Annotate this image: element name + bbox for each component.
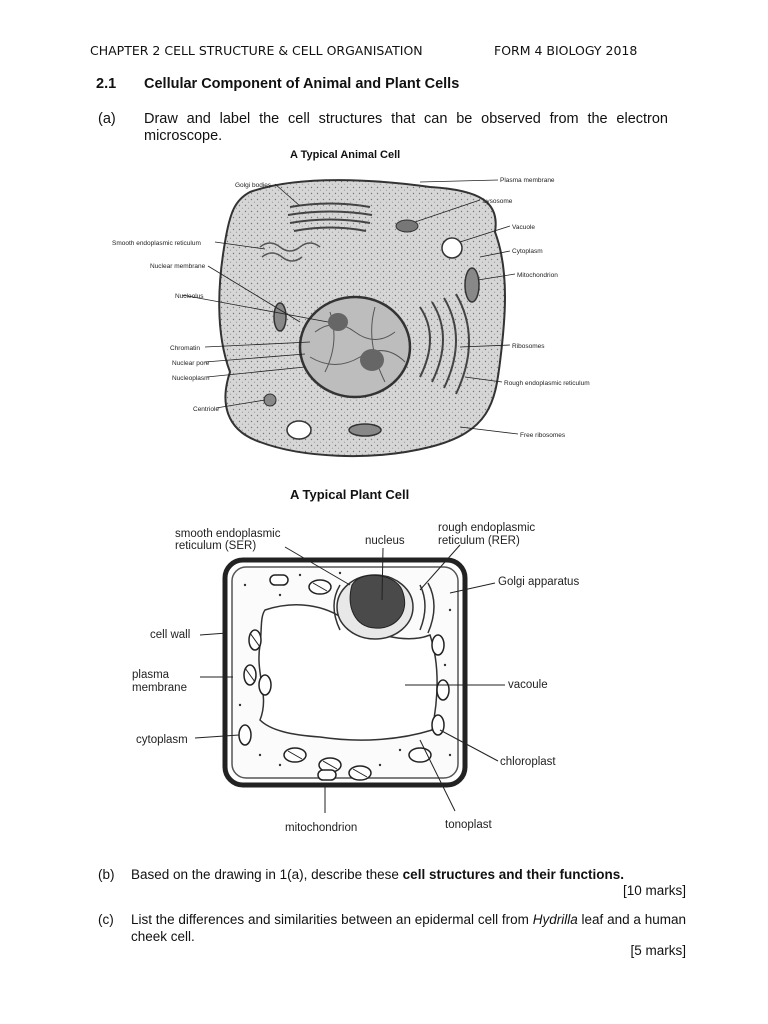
label-vacuole: Vacuole (512, 224, 535, 231)
header-chapter: CHAPTER 2 CELL STRUCTURE & CELL ORGANISA… (90, 43, 423, 58)
animal-nucleolus (328, 313, 348, 331)
label-cytoplasm: Cytoplasm (512, 248, 543, 255)
label-plant-ser-2: reticulum (SER) (175, 540, 256, 552)
plant-mitochondria (269, 574, 337, 781)
animal-rer (419, 293, 470, 395)
plant-cell-diagram: smooth endoplasmic reticulum (SER) nucle… (132, 522, 579, 834)
label-nucleolus: Nucleolus (175, 293, 204, 300)
animal-mitochondria (273, 267, 480, 437)
label-lysosome: Lysosome (483, 198, 513, 205)
question-c-marks: [5 marks] (630, 943, 686, 958)
question-b-text-plain: Based on the drawing in 1(a), describe t… (131, 867, 403, 882)
label-plant-vacuole: vacoule (508, 679, 548, 691)
question-b-marks: [10 marks] (622, 883, 686, 898)
label-plant-rer-2: reticulum (RER) (438, 535, 520, 547)
question-c-text: List the differences and similarities be… (131, 911, 686, 945)
label-plant-ser-1: smooth endoplasmic (175, 528, 281, 540)
label-centriole: Centriole (193, 406, 219, 413)
golgi-bodies (287, 202, 373, 232)
label-plant-cell-wall: cell wall (150, 629, 190, 641)
plant-cell-title: A Typical Plant Cell (290, 487, 410, 502)
label-nuclear-pore: Nuclear pore (172, 360, 210, 367)
question-c-label: (c) (98, 912, 114, 927)
animal-ser (259, 242, 321, 262)
label-smooth-er: Smooth endoplasmic reticulum (112, 240, 201, 247)
label-rough-er: Rough endoplasmic reticulum (504, 380, 590, 387)
label-mitochondrion: Mitochondrion (517, 272, 558, 279)
question-a-label: (a) (98, 111, 116, 127)
label-plant-plasma-2: membrane (132, 682, 187, 694)
section-title: Cellular Component of Animal and Plant C… (144, 76, 460, 92)
question-b-label: (b) (98, 867, 115, 882)
label-plant-rer-1: rough endoplasmic (438, 522, 535, 534)
label-nuclear-membrane: Nuclear membrane (150, 263, 206, 270)
plant-ribosomes (238, 571, 452, 767)
question-b-text-bold: cell structures and their functions. (402, 867, 624, 882)
animal-nucleus (298, 295, 412, 399)
label-nucleoplasm: Nucleoplasm (172, 375, 210, 382)
label-plant-tonoplast: tonoplast (445, 819, 492, 831)
plant-nucleus (336, 574, 414, 640)
label-plant-nucleus: nucleus (365, 535, 405, 547)
label-plant-chloroplast: chloroplast (500, 756, 556, 768)
question-b-text: Based on the drawing in 1(a), describe t… (131, 866, 691, 883)
question-c-text-plain: List the differences and similarities be… (131, 912, 533, 927)
question-a-text: Draw and label the cell structures that … (144, 111, 668, 144)
label-plant-mitochondrion: mitochondrion (285, 822, 357, 834)
label-free-ribosomes: Free ribosomes (520, 432, 566, 439)
question-c-text-end: leaf and a human cheek cell. (131, 912, 686, 944)
animal-cell-title: A Typical Animal Cell (290, 149, 401, 161)
header-form: FORM 4 BIOLOGY 2018 (494, 43, 638, 58)
label-plant-golgi: Golgi apparatus (498, 576, 579, 588)
label-plant-plasma-1: plasma (132, 669, 170, 681)
animal-vacuole (441, 237, 463, 259)
question-c-text-italic: Hydrilla (532, 912, 578, 927)
animal-centriole (263, 393, 277, 407)
animal-lysosome (395, 219, 419, 233)
label-chromatin: Chromatin (170, 345, 200, 352)
label-golgi-bodies: Golgi bodies (235, 182, 272, 189)
section-number: 2.1 (96, 76, 117, 92)
animal-cell-diagram: Golgi bodies Smooth endoplasmic reticulu… (112, 177, 590, 458)
label-plasma-membrane: Plasma membrane (500, 177, 555, 184)
label-plant-cytoplasm: cytoplasm (136, 734, 188, 746)
label-ribosomes: Ribosomes (512, 343, 545, 350)
